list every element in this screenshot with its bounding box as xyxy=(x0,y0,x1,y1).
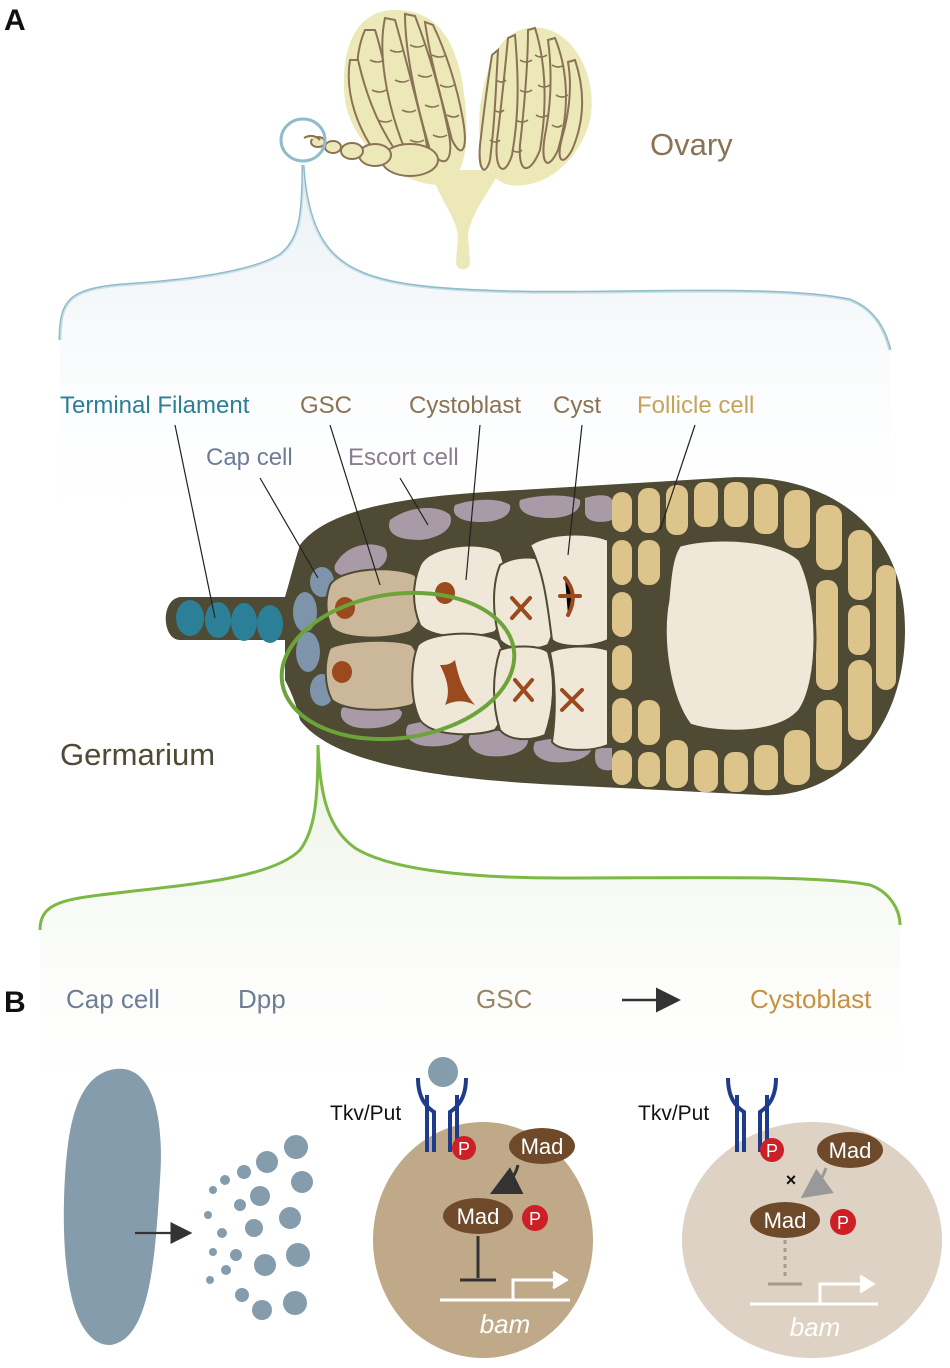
terminal-filament-label: Terminal Filament xyxy=(60,392,250,419)
cyst-label: Cyst xyxy=(553,392,601,419)
cystoblast-mad-phospho-label: Mad xyxy=(764,1208,807,1233)
cystoblast-cell xyxy=(682,1122,942,1358)
pathway-gsc-label: GSC xyxy=(476,984,532,1014)
cystoblast-inactive-repression xyxy=(768,1240,802,1286)
cystoblast-bam-gene xyxy=(750,1274,878,1306)
follicle-cell-label: Follicle cell xyxy=(637,392,754,419)
cystoblast-block-mark: × xyxy=(786,1170,797,1190)
germarium-label: Germarium xyxy=(60,737,215,772)
pathway-cystoblast-label: Cystoblast xyxy=(750,984,872,1014)
cyst-leader xyxy=(567,424,583,556)
cystoblast-bam-label: bam xyxy=(790,1312,841,1342)
follicle-cell-leader xyxy=(659,424,696,531)
cystoblast-mad-phospho xyxy=(750,1202,820,1238)
panel-label-a: A xyxy=(4,4,26,37)
gsc-bam-gene xyxy=(440,1270,570,1302)
gsc-label: GSC xyxy=(300,392,352,419)
gsc-receptor xyxy=(416,1057,468,1152)
germarium-illustration xyxy=(165,477,906,796)
escort-cell-leader xyxy=(399,477,429,526)
cystoblast-label: Cystoblast xyxy=(409,392,521,419)
gsc-receptor-label: Tkv/Put xyxy=(330,1102,401,1125)
cystoblast-receptor-label: Tkv/Put xyxy=(638,1102,709,1125)
germarium-labels: Terminal Filament GSC Cystoblast Cyst Fo… xyxy=(60,392,754,772)
cystoblast-leader xyxy=(465,424,481,581)
cystoblast-mad xyxy=(817,1132,883,1168)
cap-cell-leader xyxy=(259,477,319,579)
cystoblast-mad-phospho-p xyxy=(830,1209,856,1235)
gsc-bam-label: bam xyxy=(480,1309,531,1339)
gsc-phosphorylation-arrow xyxy=(489,1164,524,1195)
gsc-mad xyxy=(509,1128,575,1164)
gsc-mad-phospho-label: Mad xyxy=(457,1204,500,1229)
ovary-label: Ovary xyxy=(650,127,733,162)
cystoblast-receptor-phospho xyxy=(760,1138,784,1162)
gsc-receptor-phospho-label: P xyxy=(458,1139,470,1159)
gsc-receptor-phospho xyxy=(452,1136,476,1160)
cystoblast-mad-phospho-p-label: P xyxy=(837,1213,849,1233)
gsc-leader xyxy=(329,424,381,586)
pathway-panel: Cap cell Dpp GSC Cystoblast Tkv/Put P Ma… xyxy=(63,984,942,1358)
gsc-mad-label: Mad xyxy=(521,1134,564,1159)
ovary-illustration: Ovary xyxy=(303,10,733,270)
gsc-mad-phospho-p xyxy=(522,1205,548,1231)
dpp-ligands xyxy=(204,1135,313,1320)
pathway-dpp-label: Dpp xyxy=(238,984,286,1014)
panel-label-b: B xyxy=(4,986,26,1019)
gsc-mad-phospho xyxy=(443,1198,513,1234)
cystoblast-receptor-phospho-label: P xyxy=(766,1141,778,1161)
cap-cell-label: Cap cell xyxy=(206,444,293,471)
cystoblast-phosphorylation-arrow xyxy=(800,1167,834,1199)
cystoblast-mad-label: Mad xyxy=(829,1138,872,1163)
pathway-cap-cell-label: Cap cell xyxy=(66,984,160,1014)
niche-zoom-bracket xyxy=(38,744,902,1130)
terminal-filament-leader xyxy=(174,424,216,619)
escort-cell-label: Escort cell xyxy=(348,444,459,471)
gsc-mad-phospho-p-label: P xyxy=(529,1209,541,1229)
cap-cell-shape xyxy=(63,1068,161,1345)
gsc-repression-bar xyxy=(460,1236,496,1282)
cystoblast-receptor xyxy=(726,1077,778,1152)
